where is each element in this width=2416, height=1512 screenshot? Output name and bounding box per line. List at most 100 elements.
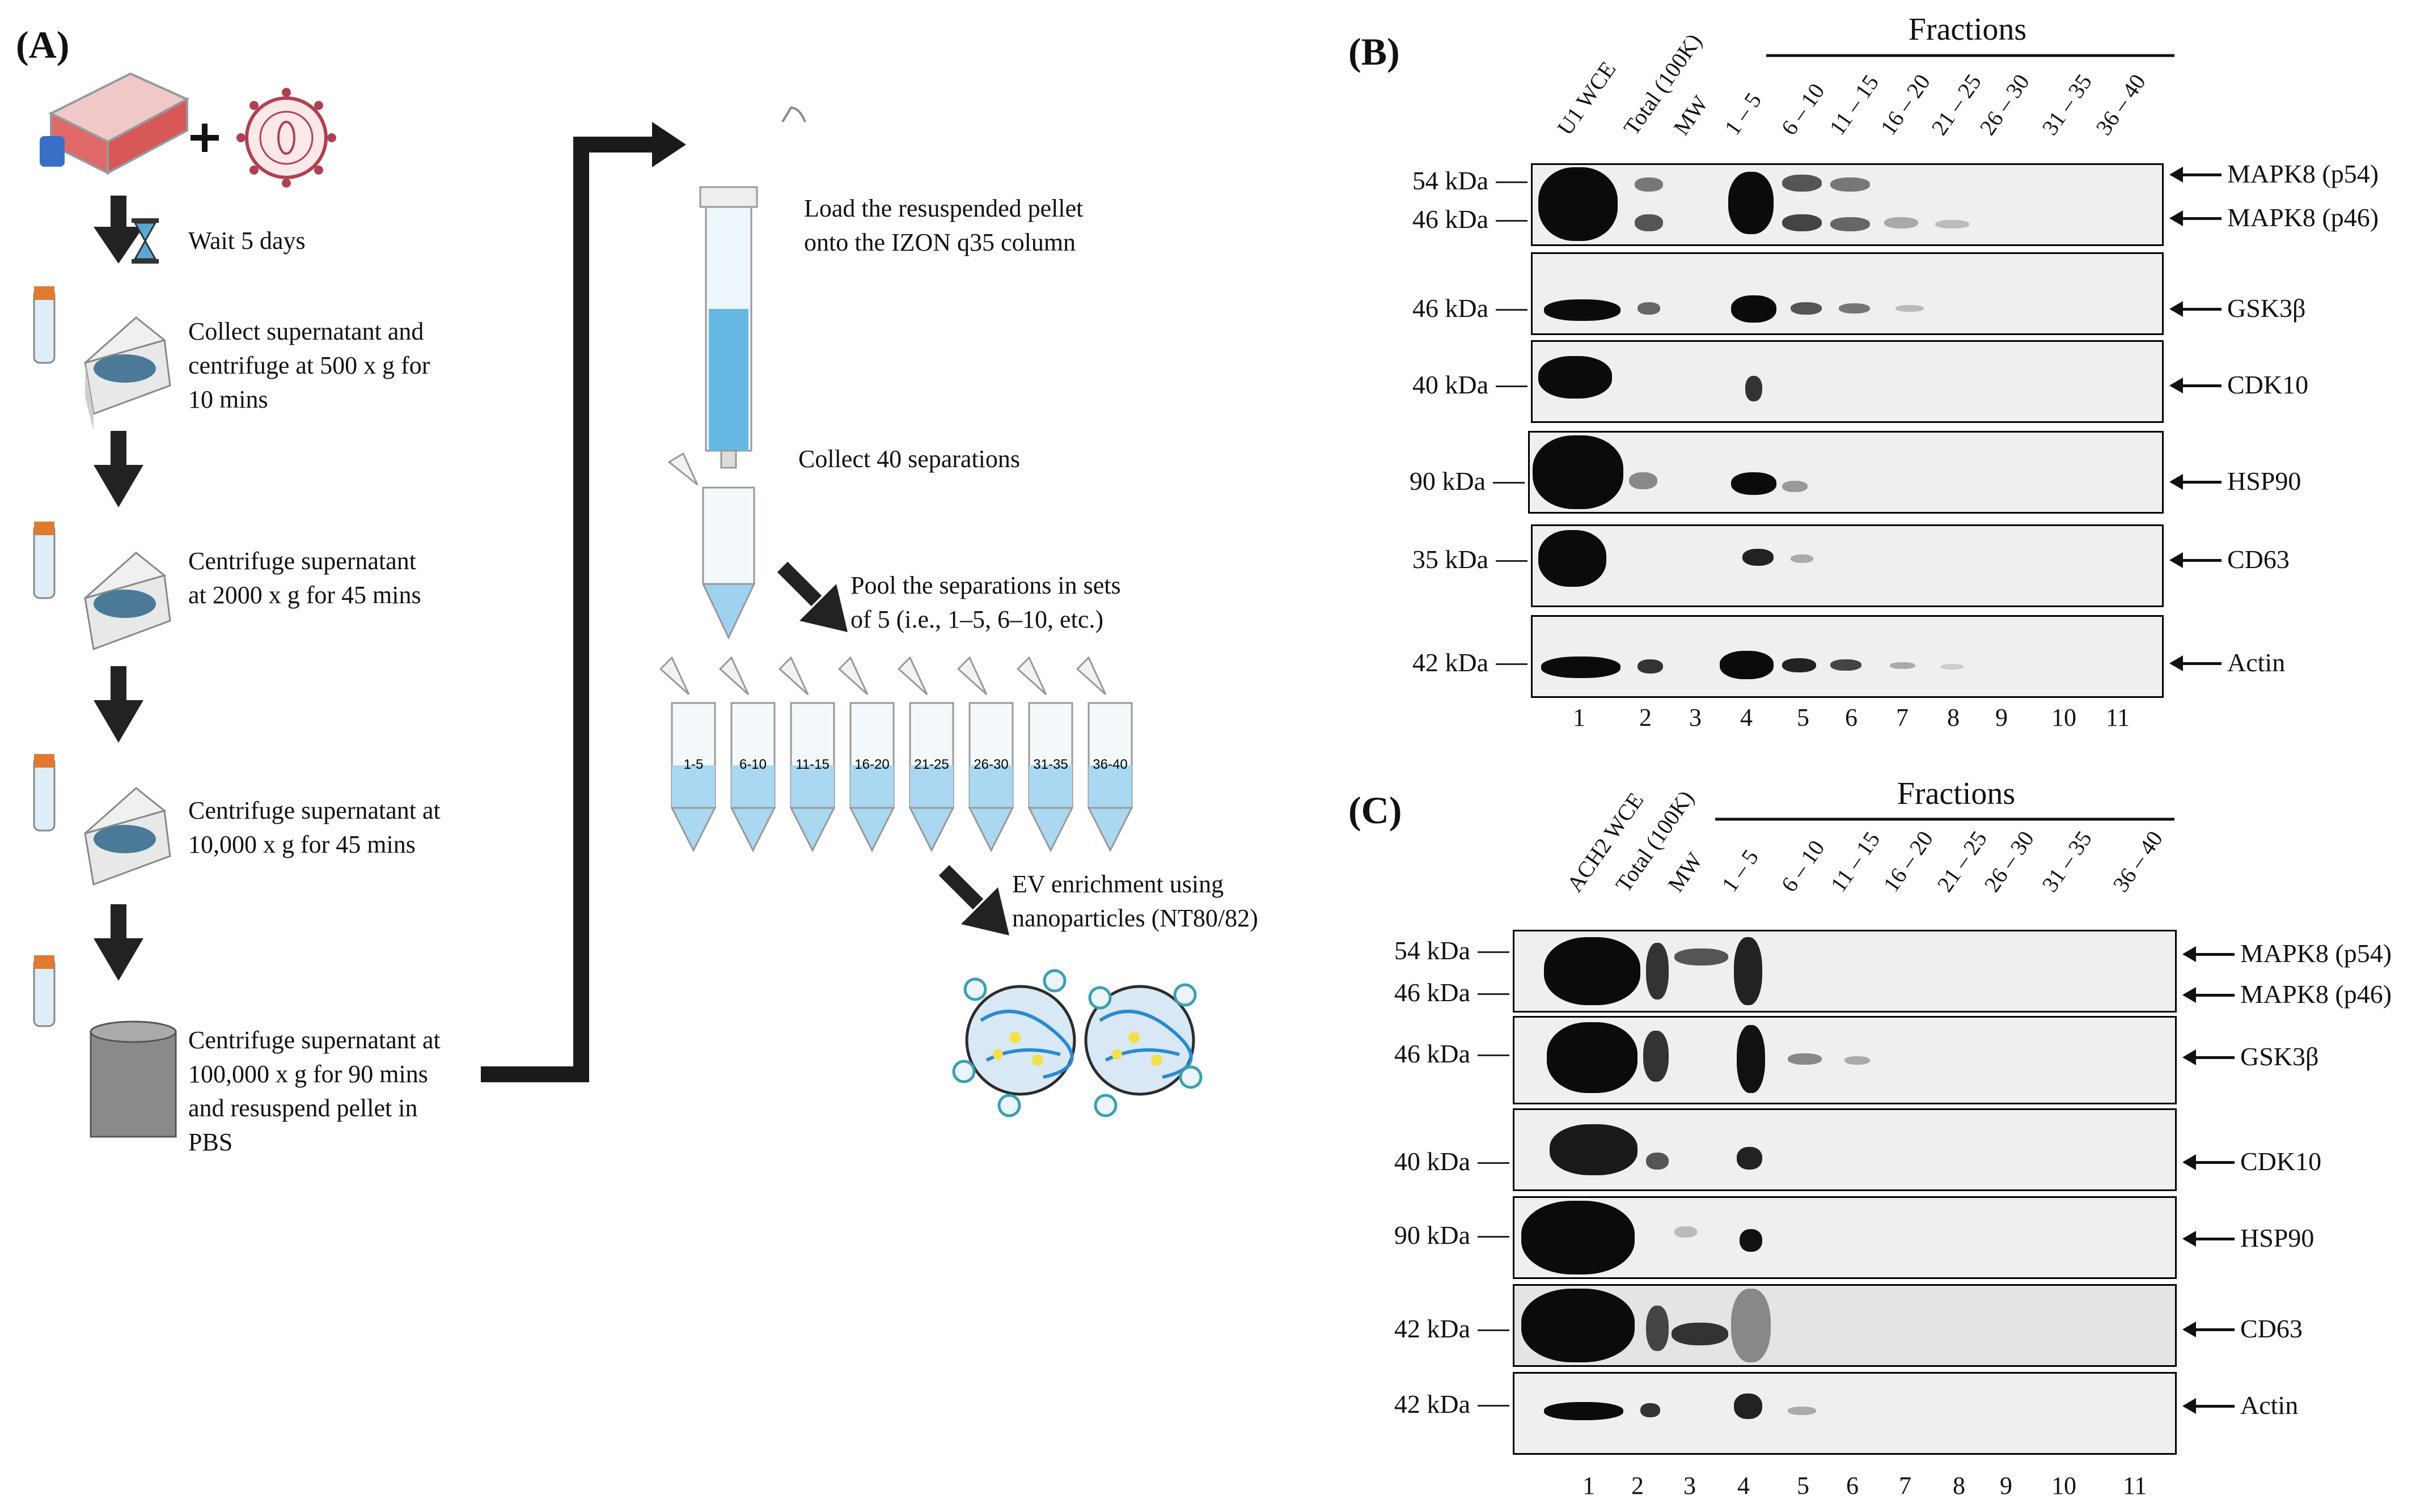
band — [1544, 1402, 1623, 1420]
kda-tick — [1478, 993, 1509, 995]
fraction-tube-1: 1-5 — [659, 656, 717, 853]
lane-number: 11 — [2122, 1472, 2147, 1500]
band — [1541, 657, 1620, 678]
tube-label: 21-25 — [914, 757, 949, 772]
band — [1737, 1025, 1765, 1093]
band — [1734, 1394, 1762, 1419]
fraction-tube-2: 6-10 — [718, 656, 776, 853]
kda-label: 42 kDa — [1394, 1314, 1470, 1343]
fraction-tube-5: 21-25 — [897, 656, 955, 853]
band — [1544, 299, 1620, 321]
virus-icon — [236, 88, 336, 188]
band — [1672, 1323, 1728, 1345]
kda-tick — [1496, 181, 1528, 183]
protein-label: GSK3β — [2240, 1042, 2319, 1071]
kda-tick — [1478, 1054, 1509, 1056]
protein-label: CDK10 — [2240, 1147, 2322, 1176]
band — [1547, 1022, 1638, 1093]
panel-a-label: (A) — [16, 23, 70, 66]
band — [1731, 1289, 1771, 1362]
band — [1638, 302, 1660, 315]
band — [1646, 1306, 1669, 1351]
protein-label: MAPK8 (p54) — [2240, 939, 2392, 968]
lane-number: 11 — [2105, 704, 2130, 731]
lane-number: 8 — [1953, 1472, 1965, 1500]
ev-nanoparticle-icon — [952, 969, 1203, 1117]
blot-strip-1 — [1513, 930, 2177, 1013]
band — [1643, 1031, 1669, 1082]
band — [1791, 302, 1822, 315]
band — [1646, 943, 1669, 999]
wait-step: Wait 5 days — [188, 227, 306, 255]
kda-label: 90 kDa — [1394, 1221, 1470, 1250]
band — [1640, 1403, 1660, 1417]
kda-label: 40 kDa — [1394, 1147, 1470, 1176]
band — [1521, 1289, 1635, 1362]
tube-label: 1-5 — [684, 757, 704, 772]
kda-label: 54 kDa — [1412, 166, 1488, 195]
lane-number: 2 — [1631, 1472, 1644, 1500]
collection-tube-icon — [667, 452, 756, 640]
blot-strip-3 — [1513, 1108, 2177, 1191]
arrow-icon — [2169, 210, 2222, 226]
band — [1791, 554, 1813, 563]
panel-b-label: (B) — [1348, 30, 1400, 73]
arrow-icon — [2169, 301, 2222, 317]
kda-tick — [1478, 1236, 1509, 1238]
panel-c-label: (C) — [1348, 789, 1402, 832]
band — [1544, 937, 1640, 1005]
kda-label: 54 kDa — [1394, 936, 1470, 965]
lane-number: 9 — [2000, 1472, 2012, 1500]
lane-number: 3 — [1689, 704, 1702, 731]
lane-number: 5 — [1797, 704, 1809, 731]
band — [1629, 472, 1657, 489]
band — [1674, 948, 1728, 965]
kda-label: 46 kDa — [1412, 294, 1488, 323]
protein-label: HSP90 — [2227, 467, 2301, 495]
tube-label: 6-10 — [739, 757, 767, 772]
centrifuge-icon-2 — [33, 522, 171, 651]
centrifuge-icon-1 — [33, 286, 171, 431]
kda-label: 46 kDa — [1394, 978, 1470, 1007]
kda-tick — [1496, 663, 1528, 665]
band — [1782, 175, 1822, 192]
arrow-icon — [2182, 946, 2235, 962]
tube-label: 36-40 — [1093, 757, 1127, 772]
kda-label: 35 kDa — [1412, 545, 1488, 574]
kda-label: 46 kDa — [1394, 1039, 1470, 1068]
lane-number: 4 — [1740, 704, 1753, 731]
arrow-icon — [2169, 474, 2222, 490]
band — [1742, 549, 1774, 566]
lane-number: 4 — [1737, 1472, 1750, 1500]
band — [1830, 177, 1870, 192]
band — [1740, 1229, 1762, 1252]
arrow-icon — [2182, 1322, 2235, 1337]
band — [1830, 659, 1861, 671]
lane-number: 6 — [1845, 704, 1858, 731]
culture-flask-icon — [40, 72, 190, 175]
fractions-title-c: Fractions — [1897, 776, 2016, 811]
fractions-title-b: Fractions — [1908, 12, 2027, 47]
kda-label: 42 kDa — [1394, 1390, 1470, 1418]
kda-tick — [1493, 482, 1525, 484]
arrow-icon — [2182, 1154, 2235, 1170]
kda-label: 40 kDa — [1412, 370, 1488, 399]
kda-label: 90 kDa — [1409, 467, 1486, 495]
protein-label: MAPK8 (p54) — [2227, 159, 2379, 188]
protein-label: Actin — [2227, 648, 2286, 677]
connector-arrow — [481, 122, 686, 1082]
protein-label: CD63 — [2240, 1314, 2303, 1343]
arrow-icon — [2182, 1398, 2235, 1414]
kda-label: 42 kDa — [1412, 648, 1488, 677]
blot-strip-1 — [1531, 163, 2164, 246]
band — [1635, 177, 1663, 192]
izon-column-icon — [699, 106, 806, 469]
band — [1521, 1201, 1635, 1274]
band — [1844, 1056, 1870, 1065]
